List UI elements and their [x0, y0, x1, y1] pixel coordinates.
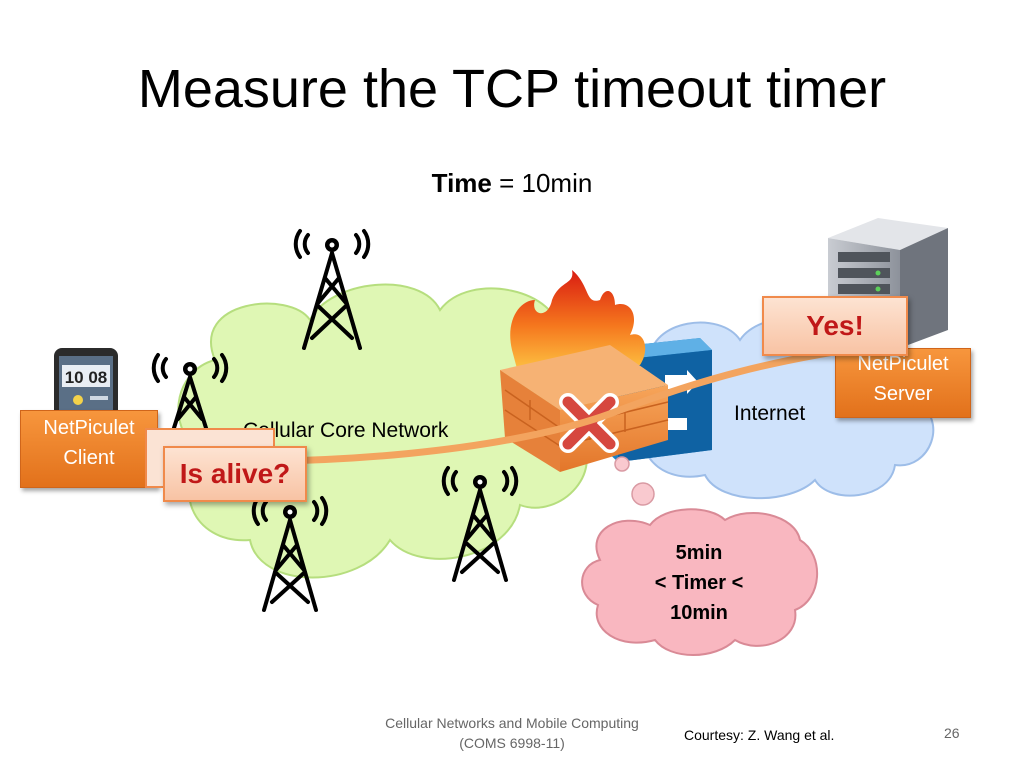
footer-course: Cellular Networks and Mobile Computing (…	[340, 713, 684, 753]
time-label-value: = 10min	[499, 168, 593, 198]
smartphone-icon: 10 08	[54, 348, 118, 430]
cellular-core-cloud	[177, 283, 601, 579]
internet-label: Internet	[734, 402, 806, 425]
reply-message: Yes!	[762, 296, 908, 356]
page-number: 26	[944, 725, 960, 741]
client-label-line1: NetPiculet	[43, 417, 135, 439]
time-label: Time = 10min	[0, 168, 1024, 199]
cell-tower-icon	[251, 496, 329, 612]
thought-bubble	[581, 456, 819, 656]
client-label-line2: Client	[63, 447, 115, 469]
cell-tower-icon	[441, 466, 519, 582]
timer-estimate-line1: 5min	[675, 542, 723, 564]
slide-title: Measure the TCP timeout timer	[137, 59, 887, 119]
timer-estimate: 5min < Timer < 10min	[614, 538, 784, 628]
time-label-prefix: Time	[431, 168, 492, 198]
cell-tower-icon	[151, 353, 229, 449]
server-label-line1: NetPiculet	[857, 353, 949, 375]
cell-tower-icon	[293, 229, 371, 350]
cellular-core-label: Cellular Core Network	[243, 419, 449, 442]
client-label-box: NetPiculet Client	[20, 410, 158, 488]
server-label-box: NetPiculet Server	[835, 348, 971, 418]
phone-clock: 10 08	[65, 368, 108, 387]
footer-courtesy: Courtesy: Z. Wang et al.	[684, 727, 835, 743]
timer-estimate-line3: 10min	[670, 602, 728, 624]
timer-estimate-line2: < Timer <	[654, 572, 744, 594]
footer-course-line2: (COMS 6998-11)	[459, 735, 565, 751]
server-label-line2: Server	[873, 383, 933, 405]
footer-course-line1: Cellular Networks and Mobile Computing	[385, 715, 639, 731]
probe-message: Is alive?	[163, 446, 307, 502]
firewall-icon	[500, 345, 669, 472]
